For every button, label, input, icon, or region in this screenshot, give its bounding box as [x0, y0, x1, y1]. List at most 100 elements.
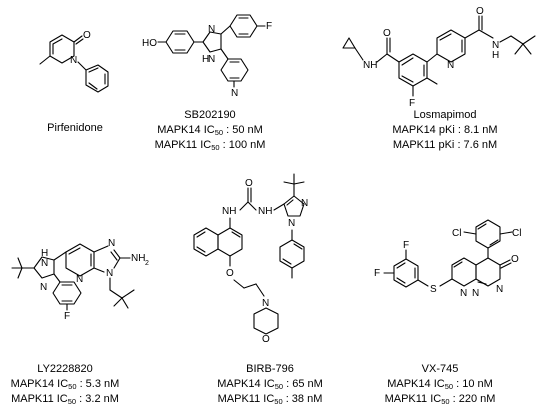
metric-subscript: 50	[68, 382, 77, 391]
activity-line: MAPK11 IC50 : 38 nM	[210, 392, 330, 407]
target-name: MAPK14	[392, 124, 436, 136]
atom-label: H	[41, 248, 48, 259]
compound-pirfenidone-caption: Pirfenidone	[15, 121, 135, 136]
atom-label: O	[383, 28, 391, 39]
atom-label: O	[476, 6, 484, 17]
atom-label: N	[231, 88, 238, 99]
compound-ly2228820-caption: LY2228820 MAPK14 IC50 : 5.3 nM MAPK11 IC…	[5, 362, 125, 407]
atom-label: N	[301, 198, 308, 209]
metric-subscript: 50	[214, 128, 224, 137]
atom-label: O	[83, 30, 91, 41]
metric-subscript: 50	[274, 397, 283, 406]
compound-birb-796-caption: BIRB-796 MAPK14 IC50 : 65 nM MAPK11 IC50…	[210, 362, 330, 407]
metric: IC	[263, 393, 275, 405]
activity-value: : 100 nM	[222, 139, 266, 151]
compound-name: Pirfenidone	[47, 122, 103, 134]
atom-label: S	[430, 284, 437, 295]
activity-line: MAPK11 IC50 : 100 nM	[150, 138, 270, 153]
activity-line: MAPK11 pKi : 7.6 nM	[385, 138, 505, 153]
compound-name: Losmapimod	[413, 109, 477, 121]
activity-line: MAPK14 pKi : 8.1 nM	[385, 123, 505, 138]
structure-losmapimod: NH O F N O N H	[342, 6, 536, 109]
atom-label: O	[226, 268, 234, 279]
metric: IC	[56, 393, 68, 405]
compound-losmapimod-caption: Losmapimod MAPK14 pKi : 8.1 nM MAPK11 pK…	[385, 108, 505, 153]
atom-label: N	[41, 258, 48, 269]
compound-name: BIRB-796	[246, 363, 294, 375]
activity-value: : 5.3 nM	[79, 378, 120, 390]
atom-label: N	[492, 40, 499, 51]
atom-label: N	[70, 55, 77, 66]
target-name: MAPK11	[154, 139, 198, 151]
atom-label: N	[288, 218, 295, 229]
atom-label: O	[245, 178, 253, 189]
activity-value: : 50 nM	[226, 124, 263, 136]
target-name: MAPK11	[11, 393, 54, 405]
compound-name: SB202190	[184, 109, 236, 121]
compound-name: LY2228820	[37, 363, 93, 375]
activity-value: : 7.6 nM	[457, 139, 498, 151]
structure-birb-796: N N NH O NH O N O	[193, 173, 308, 345]
atom-label: HO	[142, 38, 157, 49]
atom-label: N	[106, 268, 113, 279]
activity-value: : 8.1 nM	[457, 124, 498, 136]
atom-label: O	[262, 334, 270, 345]
activity-value: : 3.2 nM	[79, 393, 119, 405]
metric: IC	[430, 393, 442, 405]
target-name: MAPK14	[217, 378, 261, 390]
activity-line: MAPK11 IC50 : 3.2 nM	[5, 392, 125, 407]
target-name: MAPK11	[392, 139, 436, 151]
activity-value: : 65 nM	[286, 378, 323, 390]
atom-label: Cl	[512, 228, 521, 239]
atom-label: F	[403, 240, 409, 251]
metric: IC	[263, 378, 275, 390]
activity-value: : 220 nM	[452, 393, 496, 405]
activity-value: : 10 nM	[456, 378, 493, 390]
atom-label: F	[409, 98, 415, 109]
metric: pKi	[438, 124, 455, 136]
metric-subscript: 50	[444, 382, 454, 391]
atom-label: N	[447, 60, 454, 71]
metric: pKi	[438, 139, 455, 151]
metric: IC	[433, 378, 445, 390]
atom-label: NH	[363, 60, 377, 71]
atom-label: N	[40, 282, 47, 293]
activity-line: MAPK14 IC50 : 65 nM	[210, 377, 330, 392]
metric: IC	[203, 124, 215, 136]
atom-label: NH	[258, 206, 272, 217]
atom-label: O	[511, 254, 519, 265]
atom-label: H	[202, 54, 209, 65]
metric: IC	[57, 378, 69, 390]
structure-pirfenidone: O N	[39, 30, 109, 93]
metric-subscript: 50	[274, 382, 284, 391]
target-name: MAPK14	[10, 378, 55, 390]
structure-sb202190: HO N H N F N	[142, 14, 272, 99]
atom-label: Cl	[452, 228, 461, 239]
atom-label: 2	[145, 260, 149, 267]
compound-sb202190-caption: SB202190 MAPK14 IC50 : 50 nM MAPK11 IC50…	[150, 108, 270, 153]
target-name: MAPK11	[384, 393, 428, 405]
atom-label: N	[472, 288, 479, 299]
compound-vx-745-caption: VX-745 MAPK14 IC50 : 10 nM MAPK11 IC50 :…	[380, 362, 500, 407]
target-name: MAPK14	[157, 124, 201, 136]
structure-ly2228820: H N N F N N N NH 2	[11, 238, 149, 322]
metric-subscript: 50	[67, 397, 77, 406]
atom-label: N	[208, 54, 215, 65]
metric-subscript: 50	[441, 397, 450, 406]
metric: IC	[200, 139, 212, 151]
atom-label: H	[492, 50, 499, 61]
activity-value: : 38 nM	[285, 393, 323, 405]
atom-label: N	[108, 238, 115, 249]
atom-label: N	[208, 24, 215, 35]
target-name: MAPK11	[217, 393, 261, 405]
atom-label: N	[460, 288, 467, 299]
structure-vx-745: Cl Cl O N N N S F F	[374, 219, 521, 299]
activity-line: MAPK11 IC50 : 220 nM	[380, 392, 500, 407]
atom-label: N	[76, 274, 83, 285]
atom-label: N	[262, 298, 269, 309]
activity-line: MAPK14 IC50 : 50 nM	[150, 123, 270, 138]
atom-label: NH	[222, 206, 236, 217]
metric-subscript: 50	[211, 143, 220, 152]
atom-label: F	[64, 311, 70, 322]
